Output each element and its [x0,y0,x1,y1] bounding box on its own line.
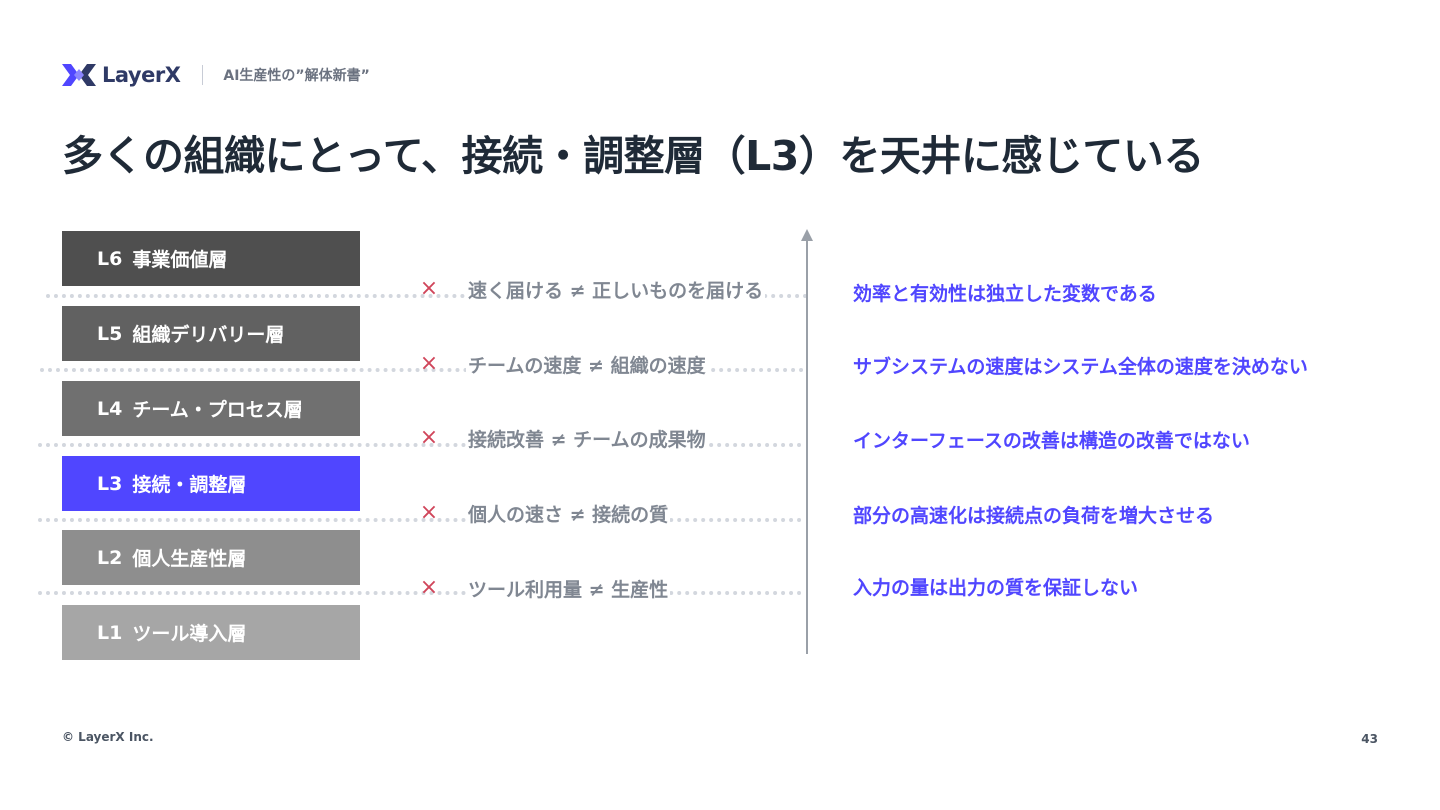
layer-name: ツール導入層 [132,623,247,645]
insight-text: サブシステムの速度はシステム全体の速度を決めない [853,356,1308,378]
misconception-text: 個人の速さ ≠ 接続の質 [466,500,671,530]
misconception-text: ツール利用量 ≠ 生産性 [466,575,671,605]
up-arrow-icon [801,229,813,241]
layer-level: L3 [97,472,123,495]
layer-l4: L4 チーム・プロセス層 [62,381,360,436]
cross-icon: × [419,351,439,376]
header-divider [202,65,204,85]
layer-l5: L5 組織デリバリー層 [62,306,360,361]
layer-name: チーム・プロセス層 [132,399,303,421]
copyright: © LayerX Inc. [62,730,154,744]
vertical-axis-line [806,236,808,654]
misconception-text: 速く届ける ≠ 正しいものを届ける [466,276,766,306]
layer-name: 個人生産性層 [132,548,247,570]
cross-icon: × [419,575,439,600]
layer-level: L4 [97,397,123,420]
layer-name: 事業価値層 [132,249,228,271]
layer-l2: L2 個人生産性層 [62,530,360,585]
layer-l6: L6 事業価値層 [62,231,360,286]
boundary-line [46,294,808,298]
layer-name: 組織デリバリー層 [132,324,285,346]
cross-icon: × [419,425,439,450]
layer-l1: L1 ツール導入層 [62,605,360,660]
cross-icon: × [419,276,439,301]
layerx-logo-icon [62,64,96,86]
boundary-line [40,368,804,372]
insight-text: 部分の高速化は接続点の負荷を増大させる [853,505,1215,527]
layer-level: L6 [97,247,123,270]
page-number: 43 [1361,732,1378,746]
layer-level: L5 [97,322,123,345]
insight-text: インターフェースの改善は構造の改善ではない [853,430,1250,452]
header-subtitle: AI生産性の”解体新書” [223,68,370,84]
page-title: 多くの組織にとって、接続・調整層（L3）を天井に感じている [62,132,1204,180]
insight-text: 効率と有効性は独立した変数である [853,283,1157,305]
boundary-line [38,443,802,447]
cross-icon: × [419,500,439,525]
misconception-text: 接続改善 ≠ チームの成果物 [466,425,708,455]
brand-name: LayerX [102,63,181,87]
header: LayerX AI生産性の”解体新書” [62,60,370,90]
layer-name: 接続・調整層 [132,474,247,496]
layer-level: L2 [97,546,123,569]
layer-l3: L3 接続・調整層 [62,456,360,511]
boundary-line [38,591,802,595]
boundary-line [38,518,802,522]
layer-level: L1 [97,621,123,644]
misconception-text: チームの速度 ≠ 組織の速度 [466,351,708,381]
insight-text: 入力の量は出力の質を保証しない [853,577,1139,599]
